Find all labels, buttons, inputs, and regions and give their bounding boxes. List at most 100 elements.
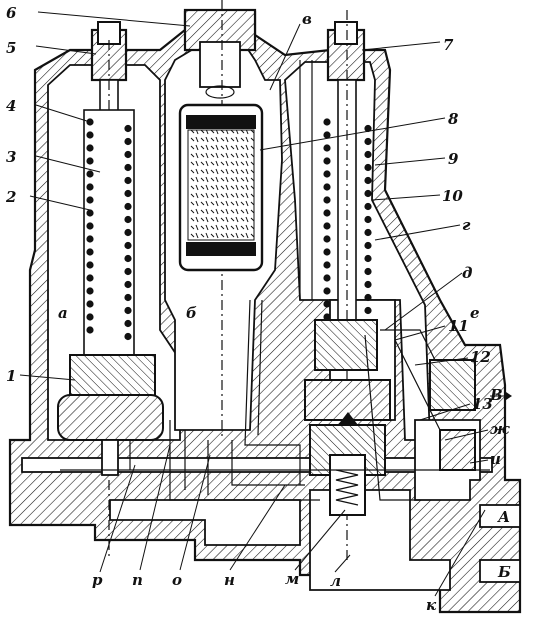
label-2: 2 bbox=[5, 188, 16, 206]
label-4: 4 bbox=[6, 97, 16, 115]
label-13: 13 bbox=[472, 395, 493, 413]
spring-coil bbox=[323, 300, 331, 308]
spring-coil bbox=[86, 313, 94, 321]
spring-coil bbox=[364, 306, 372, 315]
spring-coil bbox=[86, 183, 94, 191]
spring-coil bbox=[124, 267, 132, 276]
label-11: 11 bbox=[448, 317, 469, 335]
label-port-V: В bbox=[489, 386, 503, 404]
spring-coil bbox=[86, 157, 94, 165]
spring-coil bbox=[86, 274, 94, 282]
filter-cartridge bbox=[178, 103, 264, 272]
label-5: 5 bbox=[6, 39, 16, 57]
spring-coil bbox=[364, 215, 372, 224]
spring-coil bbox=[323, 287, 331, 295]
label-e: е bbox=[470, 304, 480, 322]
spring-coil bbox=[124, 137, 132, 146]
spring-coil bbox=[364, 124, 372, 133]
label-3: 3 bbox=[6, 148, 16, 166]
label-port-B: Б bbox=[497, 563, 511, 581]
spring-coil bbox=[124, 189, 132, 198]
spring-coil bbox=[124, 176, 132, 185]
spring-coil bbox=[86, 235, 94, 243]
spring-coil bbox=[124, 254, 132, 263]
spring-coil bbox=[86, 222, 94, 230]
spring-coil bbox=[323, 222, 331, 230]
spring-coil bbox=[323, 313, 331, 321]
spring-coil bbox=[323, 157, 331, 165]
label-g: г bbox=[462, 216, 471, 234]
spring-coil bbox=[124, 332, 132, 341]
spring-coil bbox=[364, 241, 372, 250]
label-d: д bbox=[462, 264, 472, 282]
spring-coil bbox=[124, 215, 132, 224]
spring-coil bbox=[323, 183, 331, 191]
label-7: 7 bbox=[443, 36, 454, 54]
spring-coil bbox=[86, 300, 94, 308]
spring-coil bbox=[124, 202, 132, 211]
spring-coil bbox=[124, 319, 132, 328]
spring-coil bbox=[364, 228, 372, 237]
label-l: л bbox=[330, 572, 341, 590]
spring-coil bbox=[86, 196, 94, 204]
left-spring bbox=[86, 118, 132, 341]
label-r: р bbox=[92, 571, 103, 589]
label-p: п bbox=[132, 571, 143, 589]
top-boss bbox=[183, 0, 257, 440]
label-a: а bbox=[58, 304, 68, 322]
spring-coil bbox=[124, 241, 132, 250]
spring-coil bbox=[124, 280, 132, 289]
label-o: о bbox=[172, 571, 182, 589]
left-valve-assembly bbox=[57, 21, 164, 560]
label-12: 12 bbox=[470, 348, 491, 366]
spring-coil bbox=[86, 261, 94, 269]
spring-coil bbox=[124, 293, 132, 302]
spring-coil bbox=[124, 150, 132, 159]
spring-coil bbox=[364, 189, 372, 198]
label-b: б bbox=[186, 304, 197, 322]
spring-coil bbox=[86, 209, 94, 217]
spring-coil bbox=[323, 235, 331, 243]
label-k: к bbox=[426, 596, 437, 614]
spring-coil bbox=[124, 124, 132, 133]
label-1: 1 bbox=[6, 367, 16, 385]
spring-coil bbox=[323, 144, 331, 152]
label-9: 9 bbox=[448, 150, 459, 168]
spring-coil bbox=[323, 170, 331, 178]
spring-coil bbox=[323, 248, 331, 256]
spring-coil bbox=[364, 176, 372, 185]
spring-coil bbox=[86, 287, 94, 295]
right-valve-assembly bbox=[304, 10, 391, 560]
spring-coil bbox=[364, 293, 372, 302]
spring-coil bbox=[364, 202, 372, 211]
leader-lines bbox=[19, 11, 512, 597]
spring-coil bbox=[86, 326, 94, 334]
labels: 6 5 4 3 2 1 7 8 9 10 11 12 13 в г д е ж … bbox=[5, 4, 511, 614]
label-zh: ж bbox=[490, 420, 510, 438]
label-n: н bbox=[224, 571, 235, 589]
spring-coil bbox=[86, 131, 94, 139]
spring-coil bbox=[323, 131, 331, 139]
spring-coil bbox=[323, 261, 331, 269]
spring-coil bbox=[323, 118, 331, 126]
spring-coil bbox=[323, 209, 331, 217]
spring-coil bbox=[124, 228, 132, 237]
passage-lines bbox=[60, 60, 490, 501]
label-6: 6 bbox=[6, 4, 17, 22]
lower-check-valve bbox=[309, 412, 386, 516]
spring-coil bbox=[364, 267, 372, 276]
spring-coil bbox=[323, 196, 331, 204]
label-8: 8 bbox=[448, 110, 459, 128]
label-i: и bbox=[490, 450, 501, 468]
label-m: м bbox=[285, 570, 299, 588]
spring-coil bbox=[364, 280, 372, 289]
label-port-A: А bbox=[497, 508, 510, 526]
label-v: в bbox=[302, 10, 312, 28]
spring-coil bbox=[364, 254, 372, 263]
spring-coil bbox=[364, 150, 372, 159]
spring-coil bbox=[364, 163, 372, 172]
label-10: 10 bbox=[442, 187, 463, 205]
spring-coil bbox=[323, 274, 331, 282]
